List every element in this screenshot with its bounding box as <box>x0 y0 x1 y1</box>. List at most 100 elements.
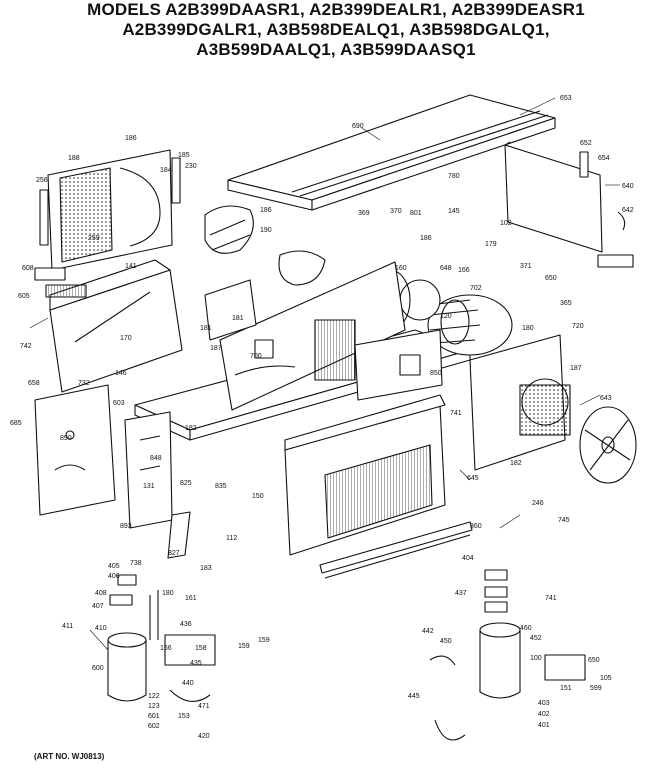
label-246: 246 <box>532 500 544 507</box>
label-259: 259 <box>88 235 100 242</box>
left-partition <box>45 259 183 393</box>
models-header: MODELS A2B399DAASR1, A2B399DEALR1, A2B39… <box>0 0 672 60</box>
control-housing <box>204 279 443 401</box>
label-159b: 159 <box>258 637 270 644</box>
label-435: 435 <box>190 660 202 667</box>
label-151: 151 <box>560 685 572 692</box>
label-720: 720 <box>572 323 584 330</box>
label-146: 146 <box>115 370 127 377</box>
label-369: 369 <box>358 210 370 217</box>
scroll-housing <box>219 261 406 411</box>
label-437: 437 <box>455 590 467 597</box>
side-panel-right <box>504 141 634 268</box>
compressor-left <box>107 574 216 702</box>
models-line-2: A2B399DGALR1, A3B598DEALQ1, A3B598DGALQ1… <box>122 20 550 39</box>
label-471: 471 <box>198 703 210 710</box>
label-658: 658 <box>28 380 40 387</box>
label-690: 690 <box>352 123 364 130</box>
compressor-right <box>429 569 586 741</box>
label-407: 407 <box>92 603 104 610</box>
left-side-grille <box>34 149 181 281</box>
label-825: 825 <box>180 480 192 487</box>
label-156: 156 <box>160 645 172 652</box>
label-640: 640 <box>622 183 634 190</box>
label-131: 131 <box>143 483 155 490</box>
label-105: 105 <box>600 675 612 682</box>
label-410: 410 <box>95 625 107 632</box>
front-panel-left <box>34 384 116 516</box>
label-166: 166 <box>458 267 470 274</box>
label-360: 360 <box>470 523 482 530</box>
label-183: 183 <box>200 565 212 572</box>
label-145: 145 <box>448 208 460 215</box>
label-652: 652 <box>580 140 592 147</box>
label-450: 450 <box>440 638 452 645</box>
label-732: 732 <box>78 380 90 387</box>
label-371: 371 <box>520 263 532 270</box>
label-182: 182 <box>185 425 197 432</box>
evaporator-coil <box>314 319 356 381</box>
label-405: 405 <box>108 563 120 570</box>
label-602: 602 <box>148 723 160 730</box>
label-893: 893 <box>120 523 132 530</box>
label-780: 780 <box>448 173 460 180</box>
label-603: 603 <box>113 400 125 407</box>
label-827: 827 <box>168 550 180 557</box>
part-labels: 653 690 652 654 640 780 145 102 179 801 … <box>10 95 634 740</box>
condenser-fan <box>579 406 637 484</box>
label-123: 123 <box>148 703 160 710</box>
label-408: 408 <box>95 590 107 597</box>
label-190: 190 <box>260 227 272 234</box>
label-100: 100 <box>530 655 542 662</box>
damper-assembly <box>204 205 326 286</box>
label-402: 402 <box>538 711 550 718</box>
label-159: 159 <box>238 643 250 650</box>
label-645: 645 <box>467 475 479 482</box>
label-650b: 650 <box>588 657 600 664</box>
blower-wheel <box>427 294 513 356</box>
label-605: 605 <box>18 293 30 300</box>
right-shroud <box>469 334 571 471</box>
label-187: 187 <box>210 345 222 352</box>
label-160: 160 <box>395 265 407 272</box>
label-650: 650 <box>545 275 557 282</box>
label-186c: 186 <box>420 235 432 242</box>
label-406: 406 <box>108 573 120 580</box>
label-150: 150 <box>252 493 264 500</box>
label-741: 741 <box>450 410 462 417</box>
label-102: 102 <box>500 220 512 227</box>
label-161: 161 <box>185 595 197 602</box>
label-120: 120 <box>440 313 452 320</box>
label-401: 401 <box>538 722 550 729</box>
label-648: 648 <box>440 265 452 272</box>
label-181b: 181 <box>232 315 244 322</box>
label-742: 742 <box>20 343 32 350</box>
label-230: 230 <box>185 163 197 170</box>
label-403: 403 <box>538 700 550 707</box>
label-436: 436 <box>180 621 192 628</box>
label-685: 685 <box>10 420 22 427</box>
label-141: 141 <box>125 263 137 270</box>
label-153: 153 <box>178 713 190 720</box>
label-185: 185 <box>178 152 190 159</box>
control-bracket <box>124 411 191 559</box>
label-601: 601 <box>148 713 160 720</box>
models-line-3: A3B599DAALQ1, A3B599DAASQ1 <box>196 40 476 59</box>
label-420: 420 <box>198 733 210 740</box>
label-122: 122 <box>148 693 160 700</box>
label-702: 702 <box>470 285 482 292</box>
label-890: 890 <box>60 435 72 442</box>
label-184: 184 <box>160 167 172 174</box>
label-608: 608 <box>22 265 34 272</box>
label-745: 745 <box>558 517 570 524</box>
label-738: 738 <box>130 560 142 567</box>
label-654: 654 <box>598 155 610 162</box>
label-365: 365 <box>560 300 572 307</box>
models-line-1: MODELS A2B399DAASR1, A2B399DEALR1, A2B39… <box>87 0 585 19</box>
label-442: 442 <box>422 628 434 635</box>
label-848: 848 <box>150 455 162 462</box>
label-600: 600 <box>92 665 104 672</box>
label-181: 181 <box>200 325 212 332</box>
label-256: 256 <box>36 177 48 184</box>
